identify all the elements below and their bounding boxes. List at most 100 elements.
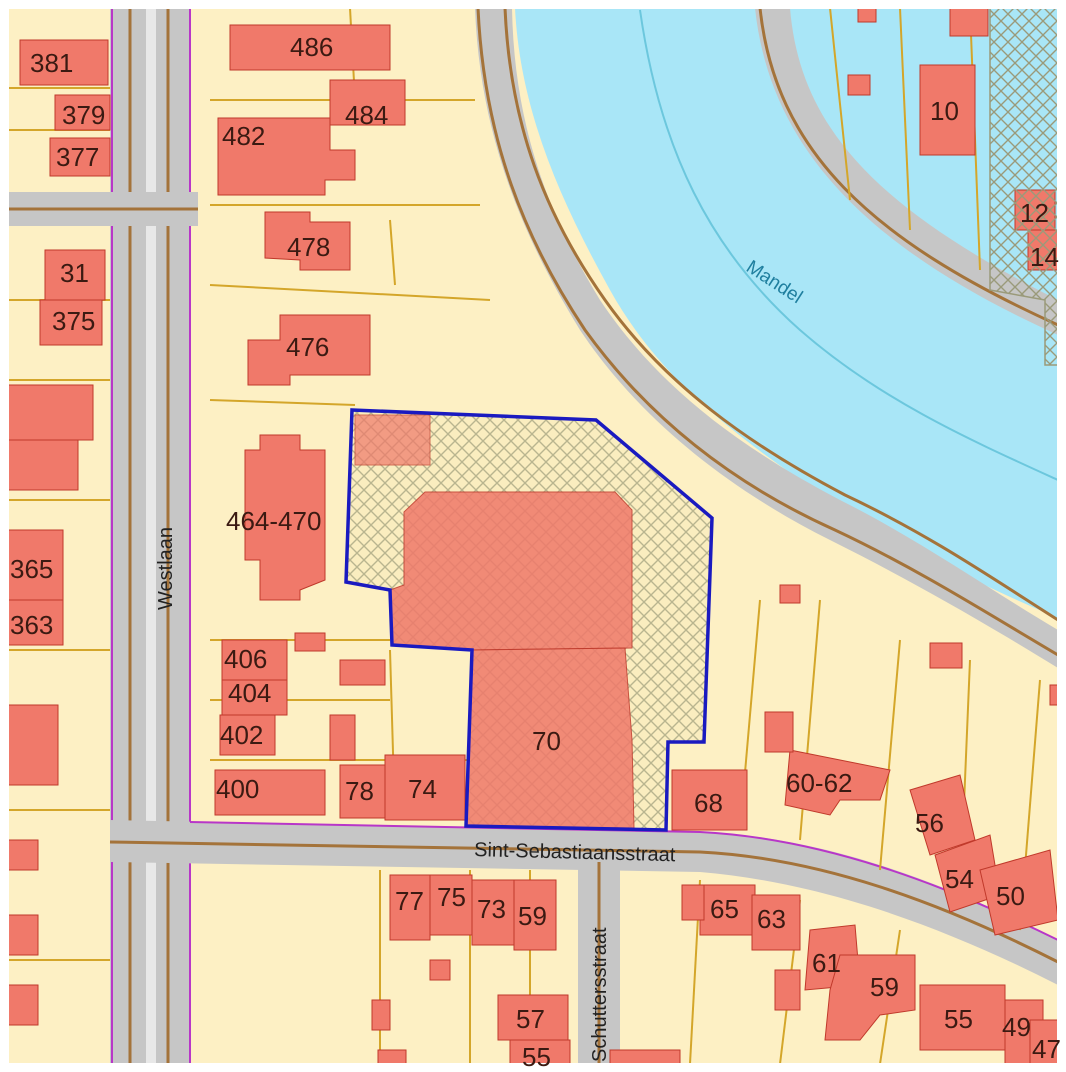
building-70-north (389, 491, 633, 651)
building-10 (919, 64, 976, 156)
label-31: 31 (60, 258, 89, 288)
building-59-north (513, 879, 557, 951)
building-73 (471, 879, 515, 946)
building-small-9 (371, 999, 391, 1031)
building-402 (219, 714, 276, 756)
label-484: 484 (345, 100, 388, 130)
building-57 (497, 994, 569, 1041)
building-375 (39, 299, 103, 346)
street-label-westlaan: Westlaan (155, 527, 177, 610)
label-464-470: 464-470 (226, 506, 321, 536)
label-482: 482 (222, 121, 265, 151)
mandel-water (515, 8, 1058, 618)
label-363: 363 (10, 610, 53, 640)
building-left-3 (7, 704, 59, 786)
building-379 (54, 94, 111, 131)
label-55-north: 55 (522, 1042, 551, 1072)
building-top-right-3 (857, 7, 877, 23)
building-363 (7, 599, 64, 646)
building-484 (329, 79, 406, 126)
river-road-casing-a (476, 7, 1059, 657)
sint-sebastiaansstraat-casing (109, 840, 1059, 964)
building-59-south (824, 954, 916, 1041)
label-486: 486 (290, 32, 333, 62)
buildings (7, 7, 1059, 1065)
building-left-4 (7, 839, 39, 871)
label-60-62: 60-62 (786, 768, 853, 798)
label-402: 402 (220, 720, 263, 750)
building-31 (44, 249, 106, 301)
label-75: 75 (437, 882, 466, 912)
label-478: 478 (287, 232, 330, 262)
label-57: 57 (516, 1004, 545, 1034)
building-small-11 (681, 884, 705, 921)
building-top-right-2 (847, 74, 871, 96)
label-50: 50 (996, 881, 1025, 911)
label-59-south: 59 (870, 972, 899, 1002)
building-left-1 (7, 384, 94, 441)
label-73: 73 (477, 894, 506, 924)
building-small-2 (294, 632, 326, 652)
building-parcel-corner (354, 414, 431, 466)
building-68 (671, 769, 748, 831)
label-59-north: 59 (518, 901, 547, 931)
label-10: 10 (930, 96, 959, 126)
label-381: 381 (30, 48, 73, 78)
highlighted-parcel-outline (344, 408, 714, 832)
label-375: 375 (52, 306, 95, 336)
label-65: 65 (710, 894, 739, 924)
map-border (7, 7, 1059, 1065)
northeast-road-casing (758, 7, 1059, 327)
label-47: 47 (1032, 1034, 1061, 1064)
building-top-right-1 (949, 7, 989, 37)
label-377: 377 (56, 142, 99, 172)
building-365 (7, 529, 64, 601)
building-482 (217, 117, 356, 196)
label-74: 74 (408, 774, 437, 804)
building-381 (19, 39, 109, 86)
northeast-road (755, 8, 1058, 335)
label-78: 78 (345, 776, 374, 806)
label-365: 365 (10, 554, 53, 584)
street-label-sint-sebastiaansstraat: Sint-Sebastiaansstraat (474, 839, 676, 866)
label-77: 77 (395, 886, 424, 916)
building-small-6 (929, 642, 963, 669)
building-small-10 (377, 1049, 407, 1065)
building-65 (699, 884, 756, 936)
sint-sebastiaansstraat-road (110, 820, 1058, 985)
label-49: 49 (1002, 1012, 1031, 1042)
label-404: 404 (228, 678, 271, 708)
building-small-3 (339, 659, 386, 686)
building-small-5 (779, 584, 801, 604)
building-small-13 (609, 1049, 681, 1065)
building-left-5 (7, 914, 39, 956)
building-left-2 (7, 439, 79, 491)
building-75 (429, 874, 473, 936)
label-55-south: 55 (944, 1004, 973, 1034)
label-56: 56 (915, 808, 944, 838)
label-70: 70 (532, 726, 561, 756)
building-400 (214, 769, 326, 816)
building-74 (384, 754, 466, 821)
river-road-casing-b (503, 7, 1059, 622)
building-small-12 (774, 969, 801, 1011)
building-464-470 (244, 434, 326, 601)
building-476 (247, 314, 371, 386)
building-left-6 (7, 984, 39, 1026)
label-63: 63 (757, 904, 786, 934)
label-54: 54 (945, 864, 974, 894)
label-400: 400 (216, 774, 259, 804)
building-377 (49, 137, 111, 177)
label-12: 12 (1020, 198, 1049, 228)
building-small-8 (429, 959, 451, 981)
house-numbers: 381 379 377 486 484 482 478 476 464-470 … (10, 32, 1061, 1072)
label-68: 68 (694, 788, 723, 818)
mandel-centerline (639, 9, 1059, 481)
building-small-1 (329, 714, 356, 761)
label-14: 14 (1030, 242, 1059, 272)
building-small-7 (1049, 684, 1059, 706)
building-small-4 (764, 711, 794, 753)
label-61: 61 (812, 948, 841, 978)
